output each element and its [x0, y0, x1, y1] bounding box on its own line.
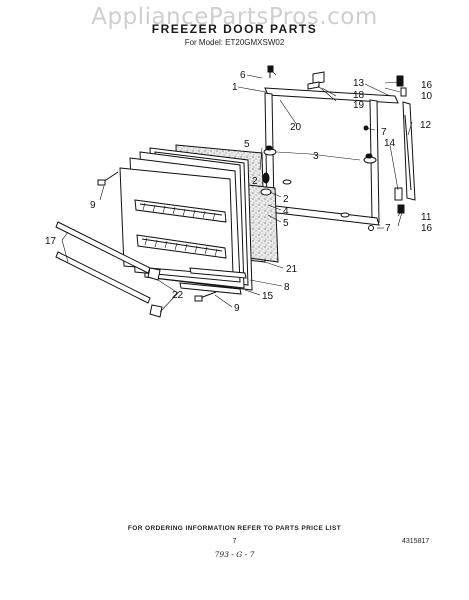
callout-7-top: 7	[381, 127, 387, 138]
washer-part-2	[260, 172, 272, 196]
frame-clips	[263, 125, 377, 231]
callout-15: 15	[262, 291, 274, 302]
callout-13: 13	[353, 78, 365, 89]
door-shelves	[134, 199, 227, 259]
callout-16-top: 16	[421, 80, 433, 91]
callout-14: 14	[384, 138, 396, 149]
door-handle-part-12	[402, 101, 416, 201]
model-line: For Model: ET20GMXSW02	[184, 38, 285, 47]
callout-21: 21	[286, 264, 298, 275]
diagram-title: FREEZER DOOR PARTS	[151, 22, 318, 36]
callout-20: 20	[290, 122, 302, 133]
door-liner-back	[247, 184, 279, 263]
callout-18: 18	[353, 90, 365, 101]
callout-7-bottom: 7	[385, 223, 391, 234]
callout-5-top: 5	[244, 139, 250, 150]
callout-9-bottom: 9	[234, 303, 240, 314]
callout-6: 6	[240, 70, 246, 81]
door-bar-upper	[55, 221, 151, 274]
callout-17: 17	[45, 236, 57, 247]
hinge-top	[396, 75, 407, 97]
callout-labels: 6 1 13 18 19 16 10 12 20 7 14 5 3 2 4 5 …	[45, 70, 433, 314]
screw-part-6	[267, 65, 274, 78]
callout-10: 10	[421, 91, 433, 102]
shelf-rails	[179, 267, 247, 295]
leader-lines	[61, 69, 413, 313]
callout-12: 12	[420, 120, 432, 131]
callout-11: 11	[421, 212, 432, 223]
callout-3: 3	[313, 151, 319, 162]
callout-19: 19	[353, 100, 365, 111]
ordering-note: FOR ORDERING INFORMATION REFER TO PARTS …	[127, 525, 342, 532]
callout-16-bottom: 16	[421, 223, 433, 234]
hinge-bottom	[394, 187, 405, 214]
callout-9-left: 9	[90, 200, 96, 211]
screw-part-9-bottom	[194, 291, 217, 302]
callout-1: 1	[232, 82, 238, 93]
callout-22: 22	[172, 290, 184, 301]
door-bar-lower	[55, 251, 151, 304]
callout-2-right: 2	[283, 194, 289, 205]
document-number: 4315817	[402, 538, 430, 545]
screw-part-9-left	[97, 171, 119, 186]
issue-code: 793 - G - 7	[214, 550, 255, 559]
page-number: 7	[232, 538, 237, 545]
callout-2-left: 2	[252, 176, 258, 187]
bracket-part-18-19	[307, 71, 325, 90]
callout-4: 4	[283, 206, 289, 217]
callout-8: 8	[284, 282, 290, 293]
callout-5-bottom: 5	[283, 218, 289, 229]
